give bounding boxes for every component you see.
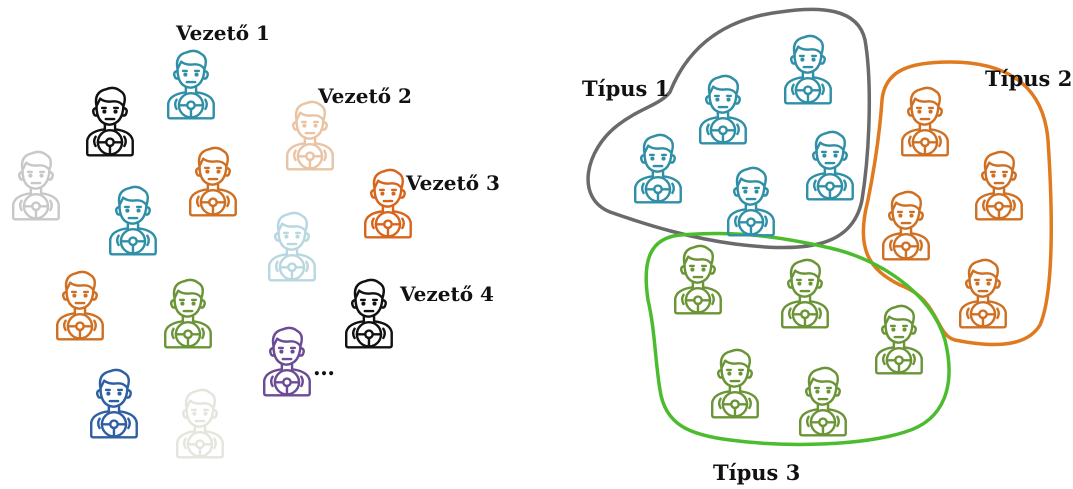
cluster-outline-type-2 bbox=[861, 60, 1054, 347]
driver-icon bbox=[166, 49, 216, 120]
driver-icon bbox=[805, 130, 855, 201]
driver-label-4: Vezető 4 bbox=[399, 282, 494, 306]
cluster-outline-type-3 bbox=[644, 231, 951, 447]
driver-label-1: Vezető 1 bbox=[175, 21, 270, 45]
cluster-label-type-1: Típus 1 bbox=[582, 76, 669, 101]
left-panel: Vezető 1 Vezető 2 Vezető 3 Vezető 4 … bbox=[11, 21, 500, 459]
driver-label-2: Vezető 2 bbox=[317, 84, 412, 108]
driver-icon bbox=[108, 185, 158, 256]
driver-icon bbox=[783, 34, 833, 105]
driver-icon bbox=[11, 150, 61, 221]
driver-icon bbox=[344, 278, 394, 349]
driver-icon bbox=[633, 133, 683, 204]
cluster-outline-type-1 bbox=[586, 7, 872, 250]
driver-icon bbox=[89, 368, 139, 439]
driver-icon bbox=[710, 348, 760, 419]
cluster-label-type-3: Típus 3 bbox=[713, 460, 800, 485]
driver-icon bbox=[163, 278, 213, 349]
driver-icon bbox=[698, 74, 748, 145]
driver-label-3: Vezető 3 bbox=[405, 171, 500, 195]
cluster-label-type-2: Típus 2 bbox=[985, 66, 1072, 91]
driver-icon bbox=[285, 100, 335, 171]
driver-icon bbox=[262, 326, 312, 397]
driver-icon bbox=[726, 166, 776, 237]
driver-icon bbox=[974, 150, 1024, 221]
driver-icon bbox=[363, 168, 413, 239]
driver-icon bbox=[780, 258, 830, 329]
driver-icon bbox=[874, 304, 924, 375]
driver-icon bbox=[900, 86, 950, 157]
driver-icon bbox=[673, 244, 723, 315]
driver-icon bbox=[188, 146, 238, 217]
driver-icon bbox=[85, 86, 135, 157]
driver-icon bbox=[881, 190, 931, 261]
driver-icon bbox=[55, 270, 105, 341]
driver-icon bbox=[267, 211, 317, 282]
right-panel: Típus 1 Típus 2 Típus 3 bbox=[582, 7, 1072, 485]
driver-icon bbox=[798, 366, 848, 437]
ellipsis: … bbox=[313, 355, 335, 381]
driver-icon bbox=[175, 388, 225, 459]
driver-icon bbox=[958, 258, 1008, 329]
